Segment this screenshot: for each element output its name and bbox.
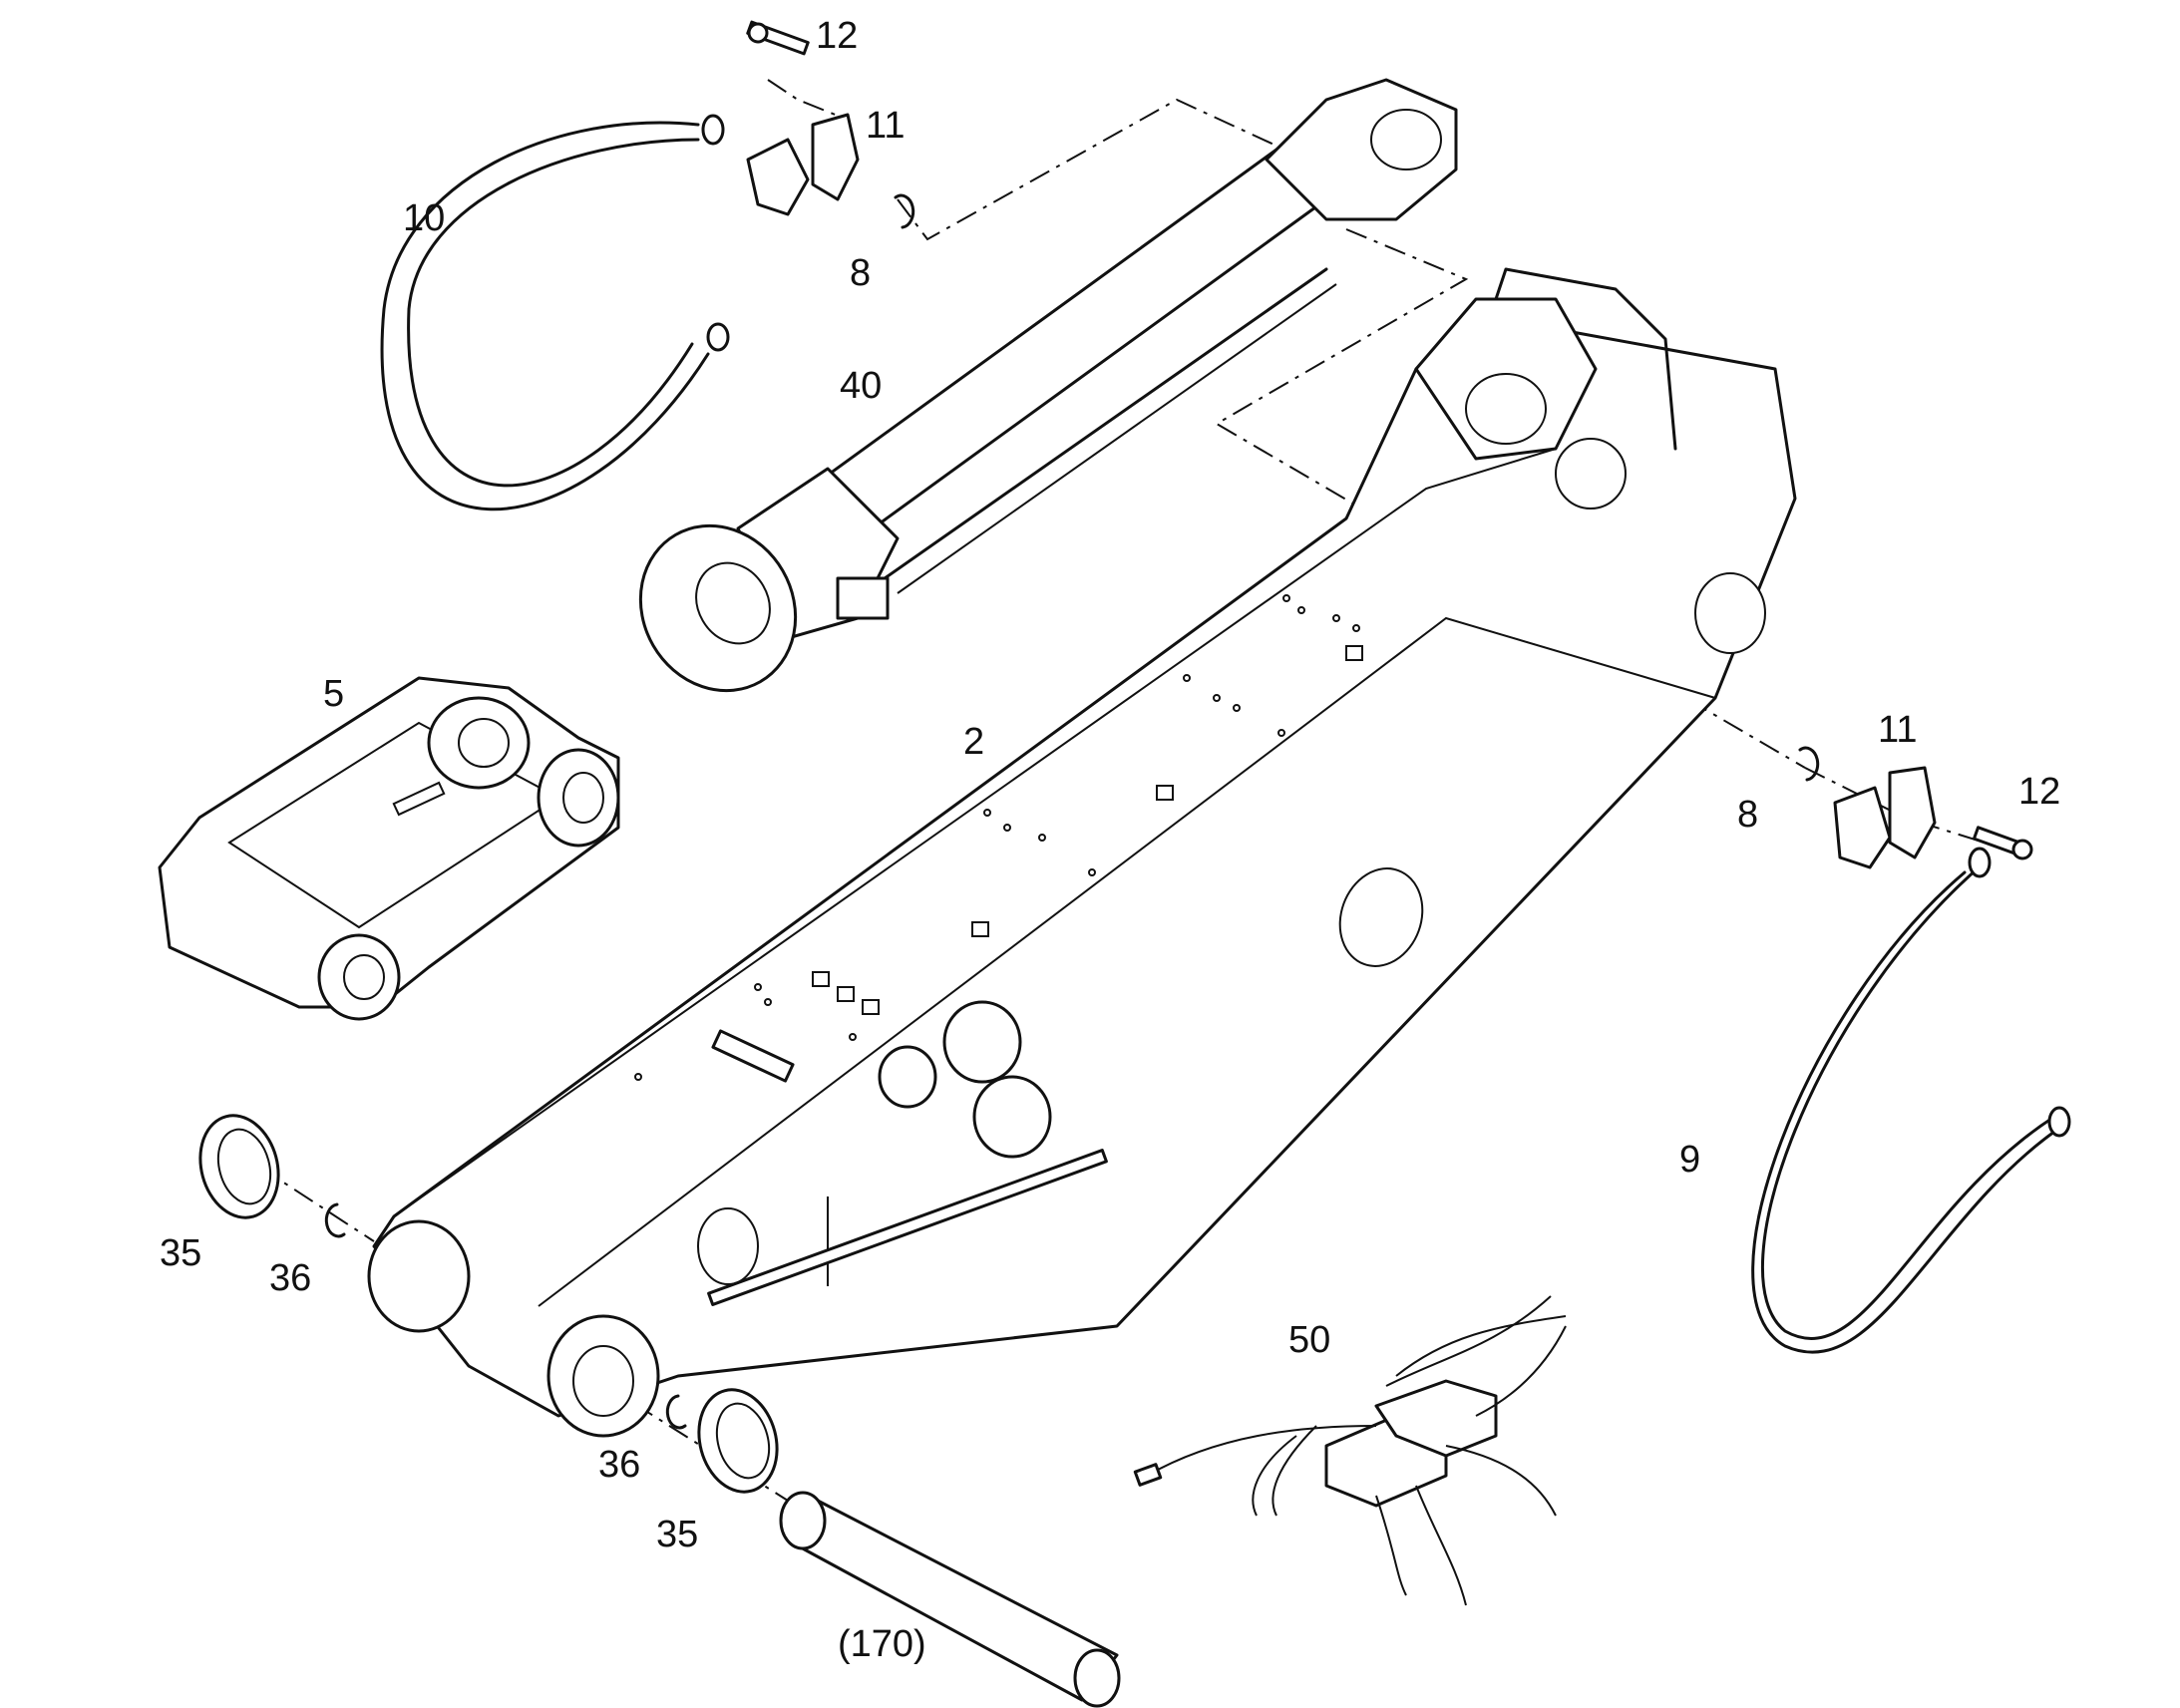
bracket-left-bore: [343, 954, 385, 1000]
hose-9-outer: [1761, 860, 2056, 1340]
hose-9-end-bottom: [2047, 1106, 2071, 1138]
boom-top-handle: [1494, 267, 1677, 451]
fitting-set-right: [1798, 746, 2033, 869]
valve-fitting: [1133, 1463, 1163, 1487]
bolt-12-right-head: [2011, 839, 2033, 860]
callout-labels: 12 11 10 8 40 5 2 11 8 12 9 35 36 50 36 …: [160, 15, 2060, 1665]
callout-8-right: 8: [1737, 794, 1758, 836]
bracket-right-bore: [562, 772, 604, 824]
fitting-set-top: [746, 20, 915, 229]
mounting-bracket: [158, 676, 620, 1021]
callout-11-top: 11: [866, 105, 905, 147]
callout-36-bottom: 36: [598, 1444, 640, 1486]
callout-8-top: 8: [850, 252, 871, 294]
valve-line-7: [1375, 1495, 1407, 1596]
leader-8a-cylinder: [897, 98, 1307, 241]
valve-line-2: [1395, 1315, 1567, 1377]
flange-11-top-a: [746, 138, 810, 216]
callout-36-left: 36: [269, 1257, 311, 1299]
seal-35-left-bore: [216, 1128, 272, 1205]
valve-line-1: [1146, 1425, 1377, 1477]
valve-line-5: [1445, 1445, 1557, 1517]
cylinder-tube-line-2: [897, 283, 1337, 594]
flange-11-top-b: [811, 113, 860, 201]
ring-8-top: [894, 193, 915, 229]
callout-11-right: 11: [1878, 709, 1917, 751]
seal-set-left: [198, 1114, 346, 1238]
bracket-top-bore: [458, 718, 510, 768]
hose-9: [1751, 847, 2071, 1354]
callout-12-right: 12: [2018, 771, 2060, 813]
hose-10-inner: [407, 138, 700, 488]
valve-assembly: [1133, 1295, 1567, 1606]
leader-35a-36a: [258, 1166, 375, 1242]
hose-10: [380, 114, 730, 512]
boom-side-bore: [1694, 572, 1766, 654]
valve-line-3: [1385, 1295, 1552, 1387]
pin-170-end-near: [1073, 1648, 1121, 1708]
bracket-slot: [392, 781, 446, 817]
flange-11-right-b: [1888, 766, 1937, 859]
cylinder-port-block: [836, 576, 890, 620]
callout-9: 9: [1679, 1139, 1700, 1181]
boom-foot-bore-2: [697, 1207, 759, 1285]
callout-2: 2: [963, 721, 984, 763]
boom-spacer-1: [878, 1045, 937, 1109]
boom-bolt-holes: [634, 594, 1360, 1081]
callout-12-top: 12: [816, 15, 858, 57]
hose-10-end-top: [701, 114, 725, 146]
seal-set-bottom: [665, 1388, 1121, 1708]
bolt-12-top-head: [747, 22, 769, 44]
boom-top-pin-bore: [1465, 373, 1547, 445]
callout-35-left: 35: [160, 1232, 201, 1274]
boom-spacer-2: [942, 1000, 1022, 1084]
pin-170-end-far: [779, 1491, 827, 1550]
hose-9-end-top: [1968, 847, 1992, 878]
flange-11-right-a: [1833, 786, 1892, 869]
hose-10-end-bottom: [706, 322, 730, 352]
leader-12a: [767, 79, 849, 121]
seal-35-bottom-bore: [715, 1402, 771, 1480]
callout-50: 50: [1288, 1319, 1330, 1361]
boom-body: [372, 327, 1797, 1418]
callout-10: 10: [403, 197, 445, 239]
valve-line-9: [1272, 1425, 1317, 1517]
valve-line-8: [1252, 1435, 1297, 1517]
ring-36-bottom: [665, 1394, 687, 1430]
callout-170: (170): [838, 1623, 926, 1665]
hydraulic-cylinder: [638, 78, 1458, 693]
boom-top-edge: [393, 448, 1557, 1217]
boom-side-edge: [538, 616, 1716, 1307]
ring-36-left: [324, 1202, 346, 1238]
callout-40: 40: [840, 365, 882, 407]
callout-35-bottom: 35: [656, 1514, 698, 1555]
valve-line-6: [1415, 1485, 1467, 1606]
boom-bottom-strip: [707, 1149, 1108, 1306]
boom-mid-boss: [1338, 867, 1424, 967]
boom-spacer-3: [972, 1075, 1052, 1159]
valve-line-4: [1475, 1325, 1567, 1417]
pin-170: [786, 1499, 1119, 1702]
boom-plate: [711, 1029, 795, 1083]
boom-top-pin-bore-2: [1555, 438, 1627, 510]
hose-10-outer: [380, 121, 710, 512]
boom-foot-left-boss: [367, 1219, 471, 1333]
boom-foot-right-bore: [572, 1345, 634, 1417]
callout-5: 5: [323, 673, 344, 715]
boom-square-pads: [812, 645, 1363, 1015]
ring-8-right: [1798, 746, 1820, 782]
cylinder-tube-line: [876, 267, 1328, 585]
boom-arm: [367, 267, 1797, 1438]
valve-block-upper: [1374, 1379, 1498, 1458]
hose-9-inner: [1751, 870, 2056, 1354]
cylinder-rod-eye-bore: [1370, 109, 1442, 171]
cylinder-bottom-eye-bore: [695, 561, 771, 645]
